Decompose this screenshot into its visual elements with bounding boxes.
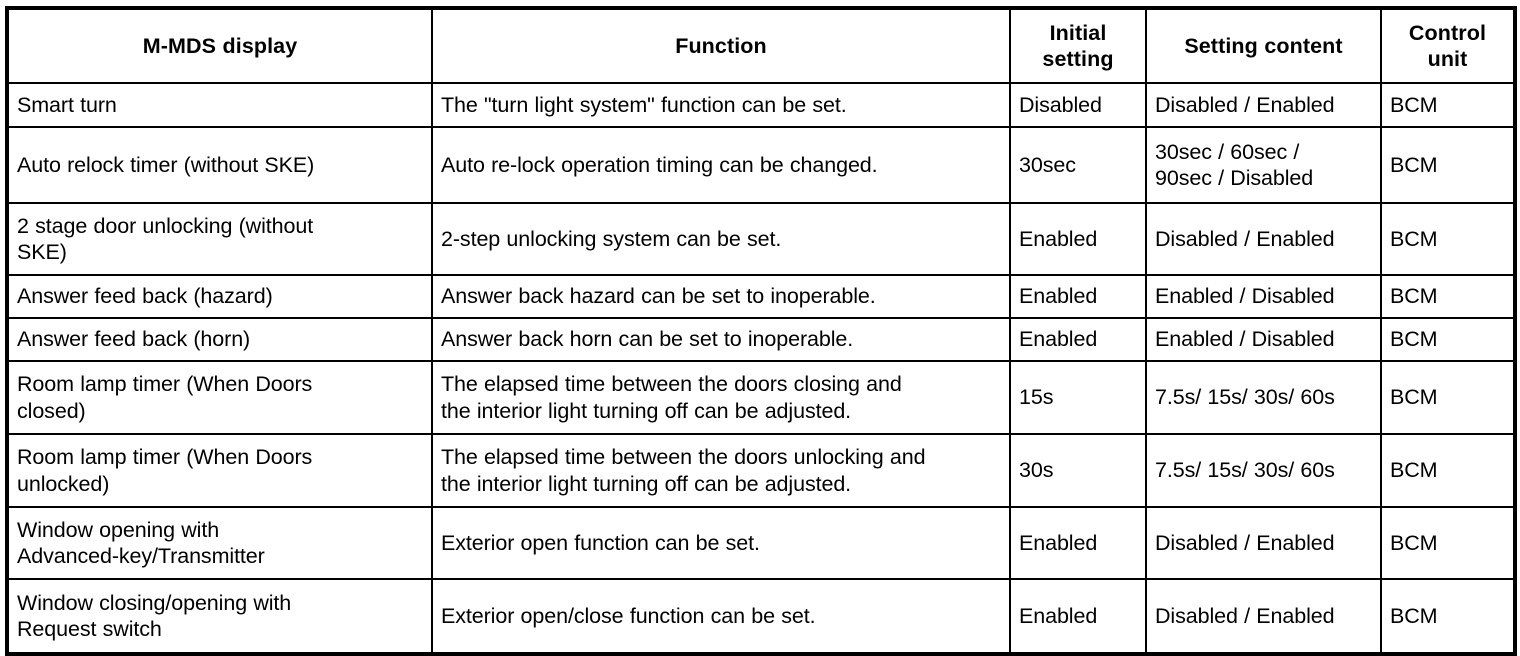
cell-function: Exterior open/close function can be set. (431, 578, 1011, 655)
table-row: Window opening with Advanced-key/Transmi… (6, 506, 1516, 580)
cell-initial-setting: Enabled (1009, 317, 1147, 362)
cell-initial-setting: Enabled (1009, 578, 1147, 655)
table-body: Smart turn The "turn light system" funct… (6, 82, 1516, 655)
cell-initial-setting: Disabled (1009, 82, 1147, 128)
cell-function: Answer back hazard can be set to inopera… (431, 274, 1011, 319)
cell-control-unit: BCM (1380, 126, 1516, 204)
cell-initial-setting: Enabled (1009, 506, 1147, 580)
cell-setting-content: Disabled / Enabled (1145, 578, 1382, 655)
cell-m-mds-display: Answer feed back (horn) (6, 317, 433, 362)
cell-setting-content: 7.5s/ 15s/ 30s/ 60s (1145, 360, 1382, 435)
cell-control-unit: BCM (1380, 202, 1516, 276)
cell-m-mds-display: Smart turn (6, 82, 433, 128)
cell-function: Auto re-lock operation timing can be cha… (431, 126, 1011, 204)
cell-function: 2-step unlocking system can be set. (431, 202, 1011, 276)
cell-control-unit: BCM (1380, 506, 1516, 580)
cell-control-unit: BCM (1380, 317, 1516, 362)
cell-initial-setting: 30s (1009, 433, 1147, 508)
table-row: Window closing/opening with Request swit… (6, 578, 1516, 655)
table-header: M-MDS display Function Initial setting S… (6, 7, 1516, 84)
cell-initial-setting: Enabled (1009, 274, 1147, 319)
cell-initial-setting: Enabled (1009, 202, 1147, 276)
table-row: Answer feed back (hazard) Answer back ha… (6, 274, 1516, 319)
cell-control-unit: BCM (1380, 274, 1516, 319)
cell-setting-content: Enabled / Disabled (1145, 274, 1382, 319)
cell-initial-setting: 30sec (1009, 126, 1147, 204)
table-row: Room lamp timer (When Doors unlocked) Th… (6, 433, 1516, 508)
table-header-row: M-MDS display Function Initial setting S… (6, 7, 1516, 84)
cell-m-mds-display: Window closing/opening with Request swit… (6, 578, 433, 655)
cell-m-mds-display: Room lamp timer (When Doors unlocked) (6, 433, 433, 508)
column-header-m-mds-display: M-MDS display (6, 7, 433, 84)
table-row: Answer feed back (horn) Answer back horn… (6, 317, 1516, 362)
cell-setting-content: Disabled / Enabled (1145, 202, 1382, 276)
cell-setting-content: 30sec / 60sec / 90sec / Disabled (1145, 126, 1382, 204)
cell-setting-content: Enabled / Disabled (1145, 317, 1382, 362)
cell-function: The elapsed time between the doors closi… (431, 360, 1011, 435)
vehicle-configuration-settings-table: M-MDS display Function Initial setting S… (5, 6, 1517, 656)
table-row: 2 stage door unlocking (without SKE) 2-s… (6, 202, 1516, 276)
cell-setting-content: Disabled / Enabled (1145, 82, 1382, 128)
cell-m-mds-display: 2 stage door unlocking (without SKE) (6, 202, 433, 276)
cell-control-unit: BCM (1380, 433, 1516, 508)
cell-control-unit: BCM (1380, 360, 1516, 435)
cell-m-mds-display: Room lamp timer (When Doors closed) (6, 360, 433, 435)
cell-m-mds-display: Answer feed back (hazard) (6, 274, 433, 319)
column-header-function: Function (431, 7, 1011, 84)
table-row: Room lamp timer (When Doors closed) The … (6, 360, 1516, 435)
column-header-initial-setting: Initial setting (1009, 7, 1147, 84)
cell-function: The elapsed time between the doors unloc… (431, 433, 1011, 508)
cell-m-mds-display: Auto relock timer (without SKE) (6, 126, 433, 204)
cell-initial-setting: 15s (1009, 360, 1147, 435)
cell-control-unit: BCM (1380, 82, 1516, 128)
cell-m-mds-display: Window opening with Advanced-key/Transmi… (6, 506, 433, 580)
cell-function: Answer back horn can be set to inoperabl… (431, 317, 1011, 362)
column-header-control-unit: Control unit (1380, 7, 1516, 84)
column-header-setting-content: Setting content (1145, 7, 1382, 84)
cell-control-unit: BCM (1380, 578, 1516, 655)
cell-function: The "turn light system" function can be … (431, 82, 1011, 128)
table-row: Auto relock timer (without SKE) Auto re-… (6, 126, 1516, 204)
cell-function: Exterior open function can be set. (431, 506, 1011, 580)
cell-setting-content: Disabled / Enabled (1145, 506, 1382, 580)
table-row: Smart turn The "turn light system" funct… (6, 82, 1516, 128)
cell-setting-content: 7.5s/ 15s/ 30s/ 60s (1145, 433, 1382, 508)
